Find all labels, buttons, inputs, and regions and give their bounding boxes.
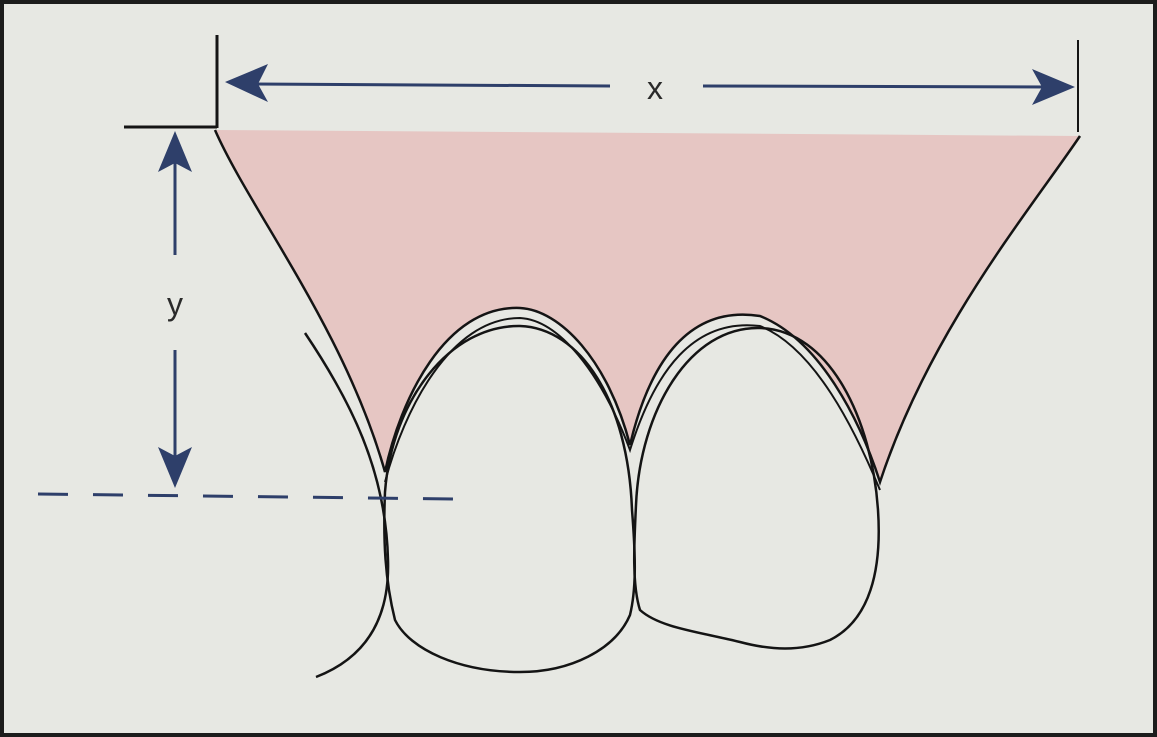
tooth-left	[383, 324, 637, 674]
arrowhead-icon	[158, 131, 192, 172]
x-arrow-right-shaft	[702, 84, 1051, 89]
arrowhead-icon	[158, 447, 192, 488]
arrowhead-icon	[1032, 69, 1075, 105]
gingival-margin-outline	[213, 129, 1082, 487]
adjacent-tooth-contour	[303, 332, 390, 679]
gingiva-region	[215, 130, 1080, 482]
arrowhead-icon	[225, 64, 268, 102]
tooth-right	[632, 326, 880, 650]
x-arrow-left-shaft	[249, 82, 611, 88]
y-label: y	[167, 286, 183, 322]
reference-dashed-line	[37, 492, 456, 501]
x-label: x	[647, 70, 663, 106]
